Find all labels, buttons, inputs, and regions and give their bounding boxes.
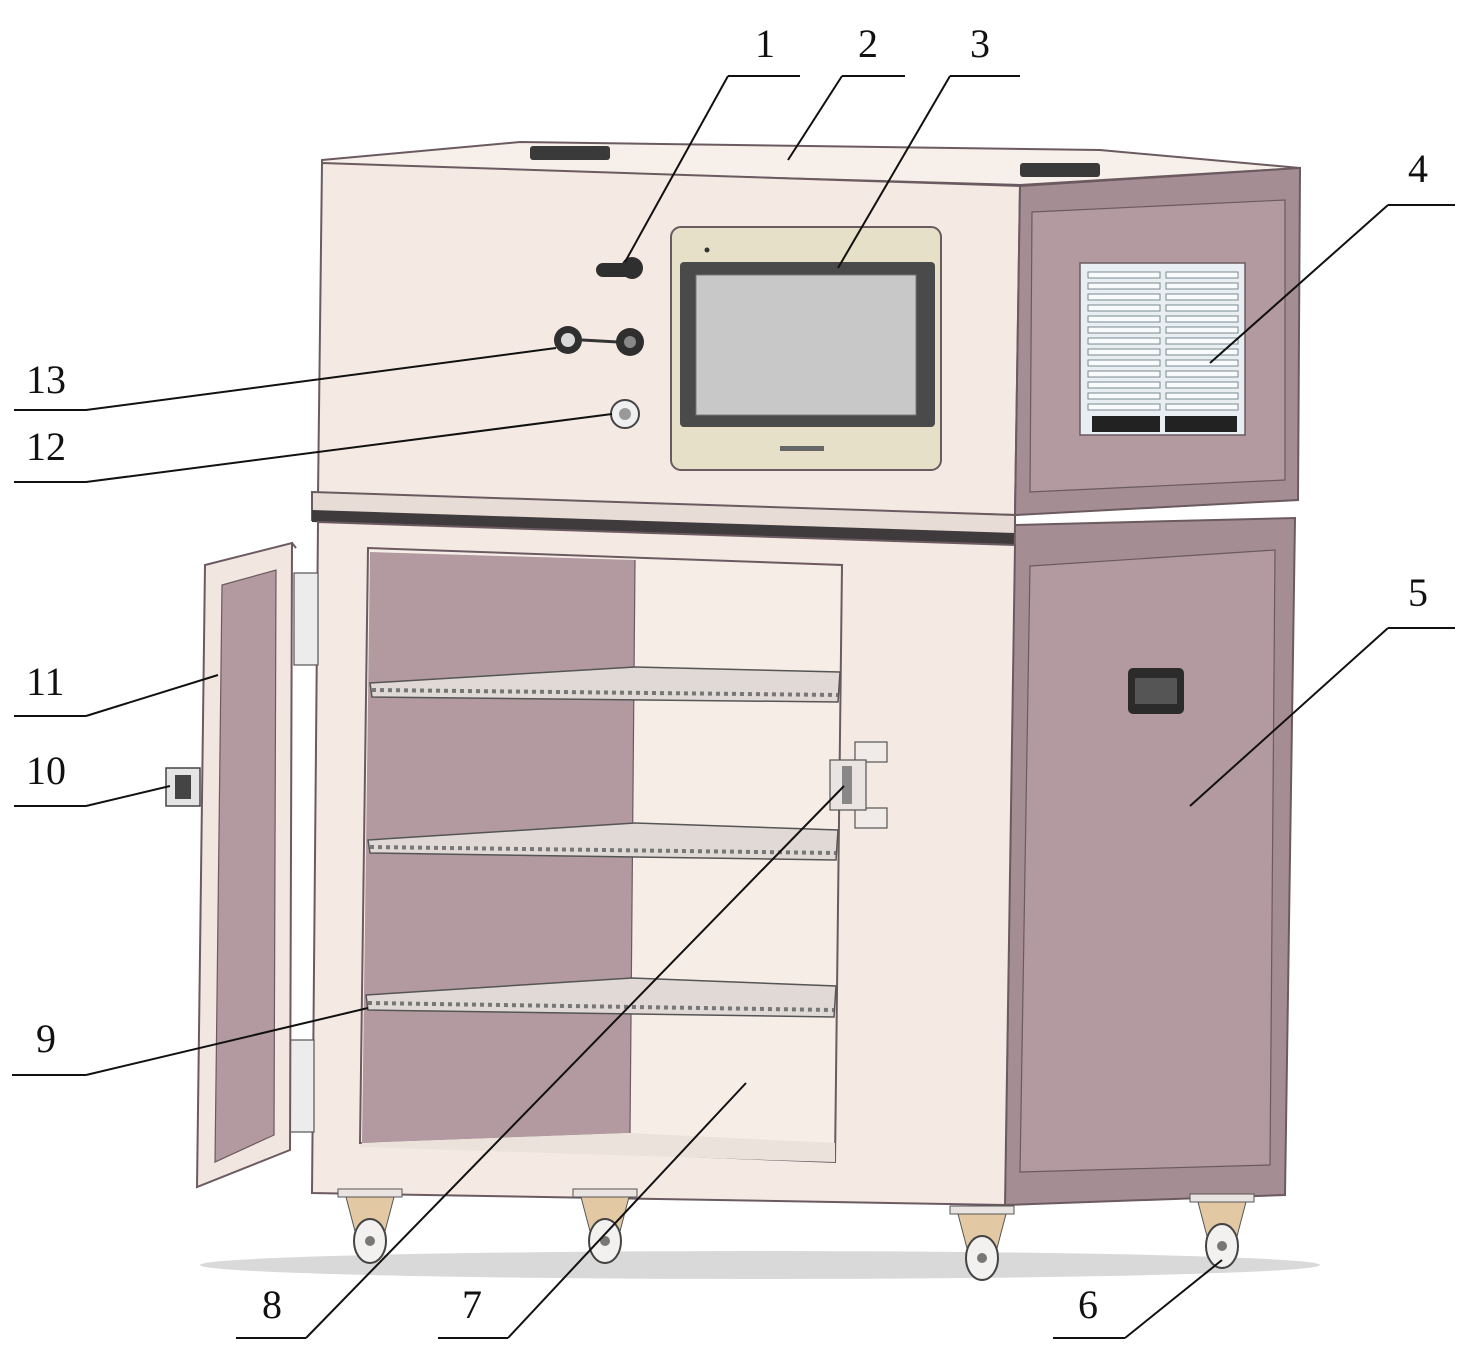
callout-9: 9 [12,1007,369,1076]
knob [610,399,640,429]
grille-slat [1087,326,1161,334]
hinge-lower [289,1039,315,1133]
grille-slat [1087,370,1161,378]
grille-slat [1165,282,1239,290]
lower-cabinet [165,516,1297,1281]
grille-slat [1087,392,1161,400]
callout-1: 1 [624,21,800,263]
connectors [554,326,644,356]
top-latch-right [1020,163,1100,177]
grille-slat [1165,359,1239,367]
grille-slat [1165,370,1239,378]
grille-slat [1165,304,1239,312]
callouts: 1 2 3 4 5 6 7 [12,21,1455,1339]
callout-3: 3 [837,21,1020,269]
callout-8: 8 [236,785,845,1339]
svg-text:13: 13 [26,357,66,402]
caster [572,1188,638,1264]
grille-slat [1087,348,1161,356]
shelf-1 [369,666,841,703]
callout-6: 6 [1053,1259,1223,1339]
svg-text:1: 1 [755,21,775,66]
grille-slat [1165,403,1239,411]
grille-slat [1087,403,1161,411]
svg-text:8: 8 [262,1282,282,1327]
svg-text:7: 7 [462,1282,482,1327]
shelves [365,666,841,1018]
top-latch-left [530,146,610,160]
callout-13: 13 [14,347,557,411]
grille-slat [1087,271,1161,279]
floor-shadow [200,1251,1320,1279]
grille-slat [1165,348,1239,356]
grille-slat [1165,392,1239,400]
grille-slat [1087,359,1161,367]
grille-slat [1165,315,1239,323]
ventilation-grille [1079,262,1246,436]
svg-text:10: 10 [26,748,66,793]
hinge-upper [293,572,319,666]
grille-slat [1087,304,1161,312]
upper-cabinet [311,140,1302,547]
grille-slat [1087,315,1161,323]
callout-7: 7 [438,1082,747,1339]
grille-slat [1087,337,1161,345]
svg-text:2: 2 [858,21,878,66]
svg-text:5: 5 [1408,570,1428,615]
svg-text:6: 6 [1078,1282,1098,1327]
callout-10: 10 [14,748,171,807]
side-door [1019,549,1276,1173]
switch-lever [596,257,643,279]
caster [337,1188,403,1264]
grille-slat [1087,282,1161,290]
grille-slat [1165,337,1239,345]
svg-text:3: 3 [970,21,990,66]
callout-5: 5 [1189,570,1455,807]
touch-screen [670,226,942,471]
svg-text:9: 9 [36,1016,56,1061]
callout-4: 4 [1209,146,1455,364]
grille-slat [1165,293,1239,301]
caster [1189,1193,1255,1269]
svg-text:12: 12 [26,424,66,469]
door-latch [829,741,888,829]
open-door [195,541,297,1189]
caster [949,1205,1015,1281]
shelf-2 [367,822,839,861]
grille-slat [1087,381,1161,389]
callout-11: 11 [14,659,219,717]
callout-12: 12 [14,413,613,483]
grille-slat [1165,381,1239,389]
grille-slat [1087,293,1161,301]
casters [337,1188,1255,1281]
callout-2: 2 [787,21,905,161]
side-door-handle [1128,668,1184,714]
svg-text:11: 11 [26,659,65,704]
svg-text:4: 4 [1408,146,1428,191]
grille-slat [1165,271,1239,279]
door-lock [165,767,201,807]
grille-slat [1165,326,1239,334]
